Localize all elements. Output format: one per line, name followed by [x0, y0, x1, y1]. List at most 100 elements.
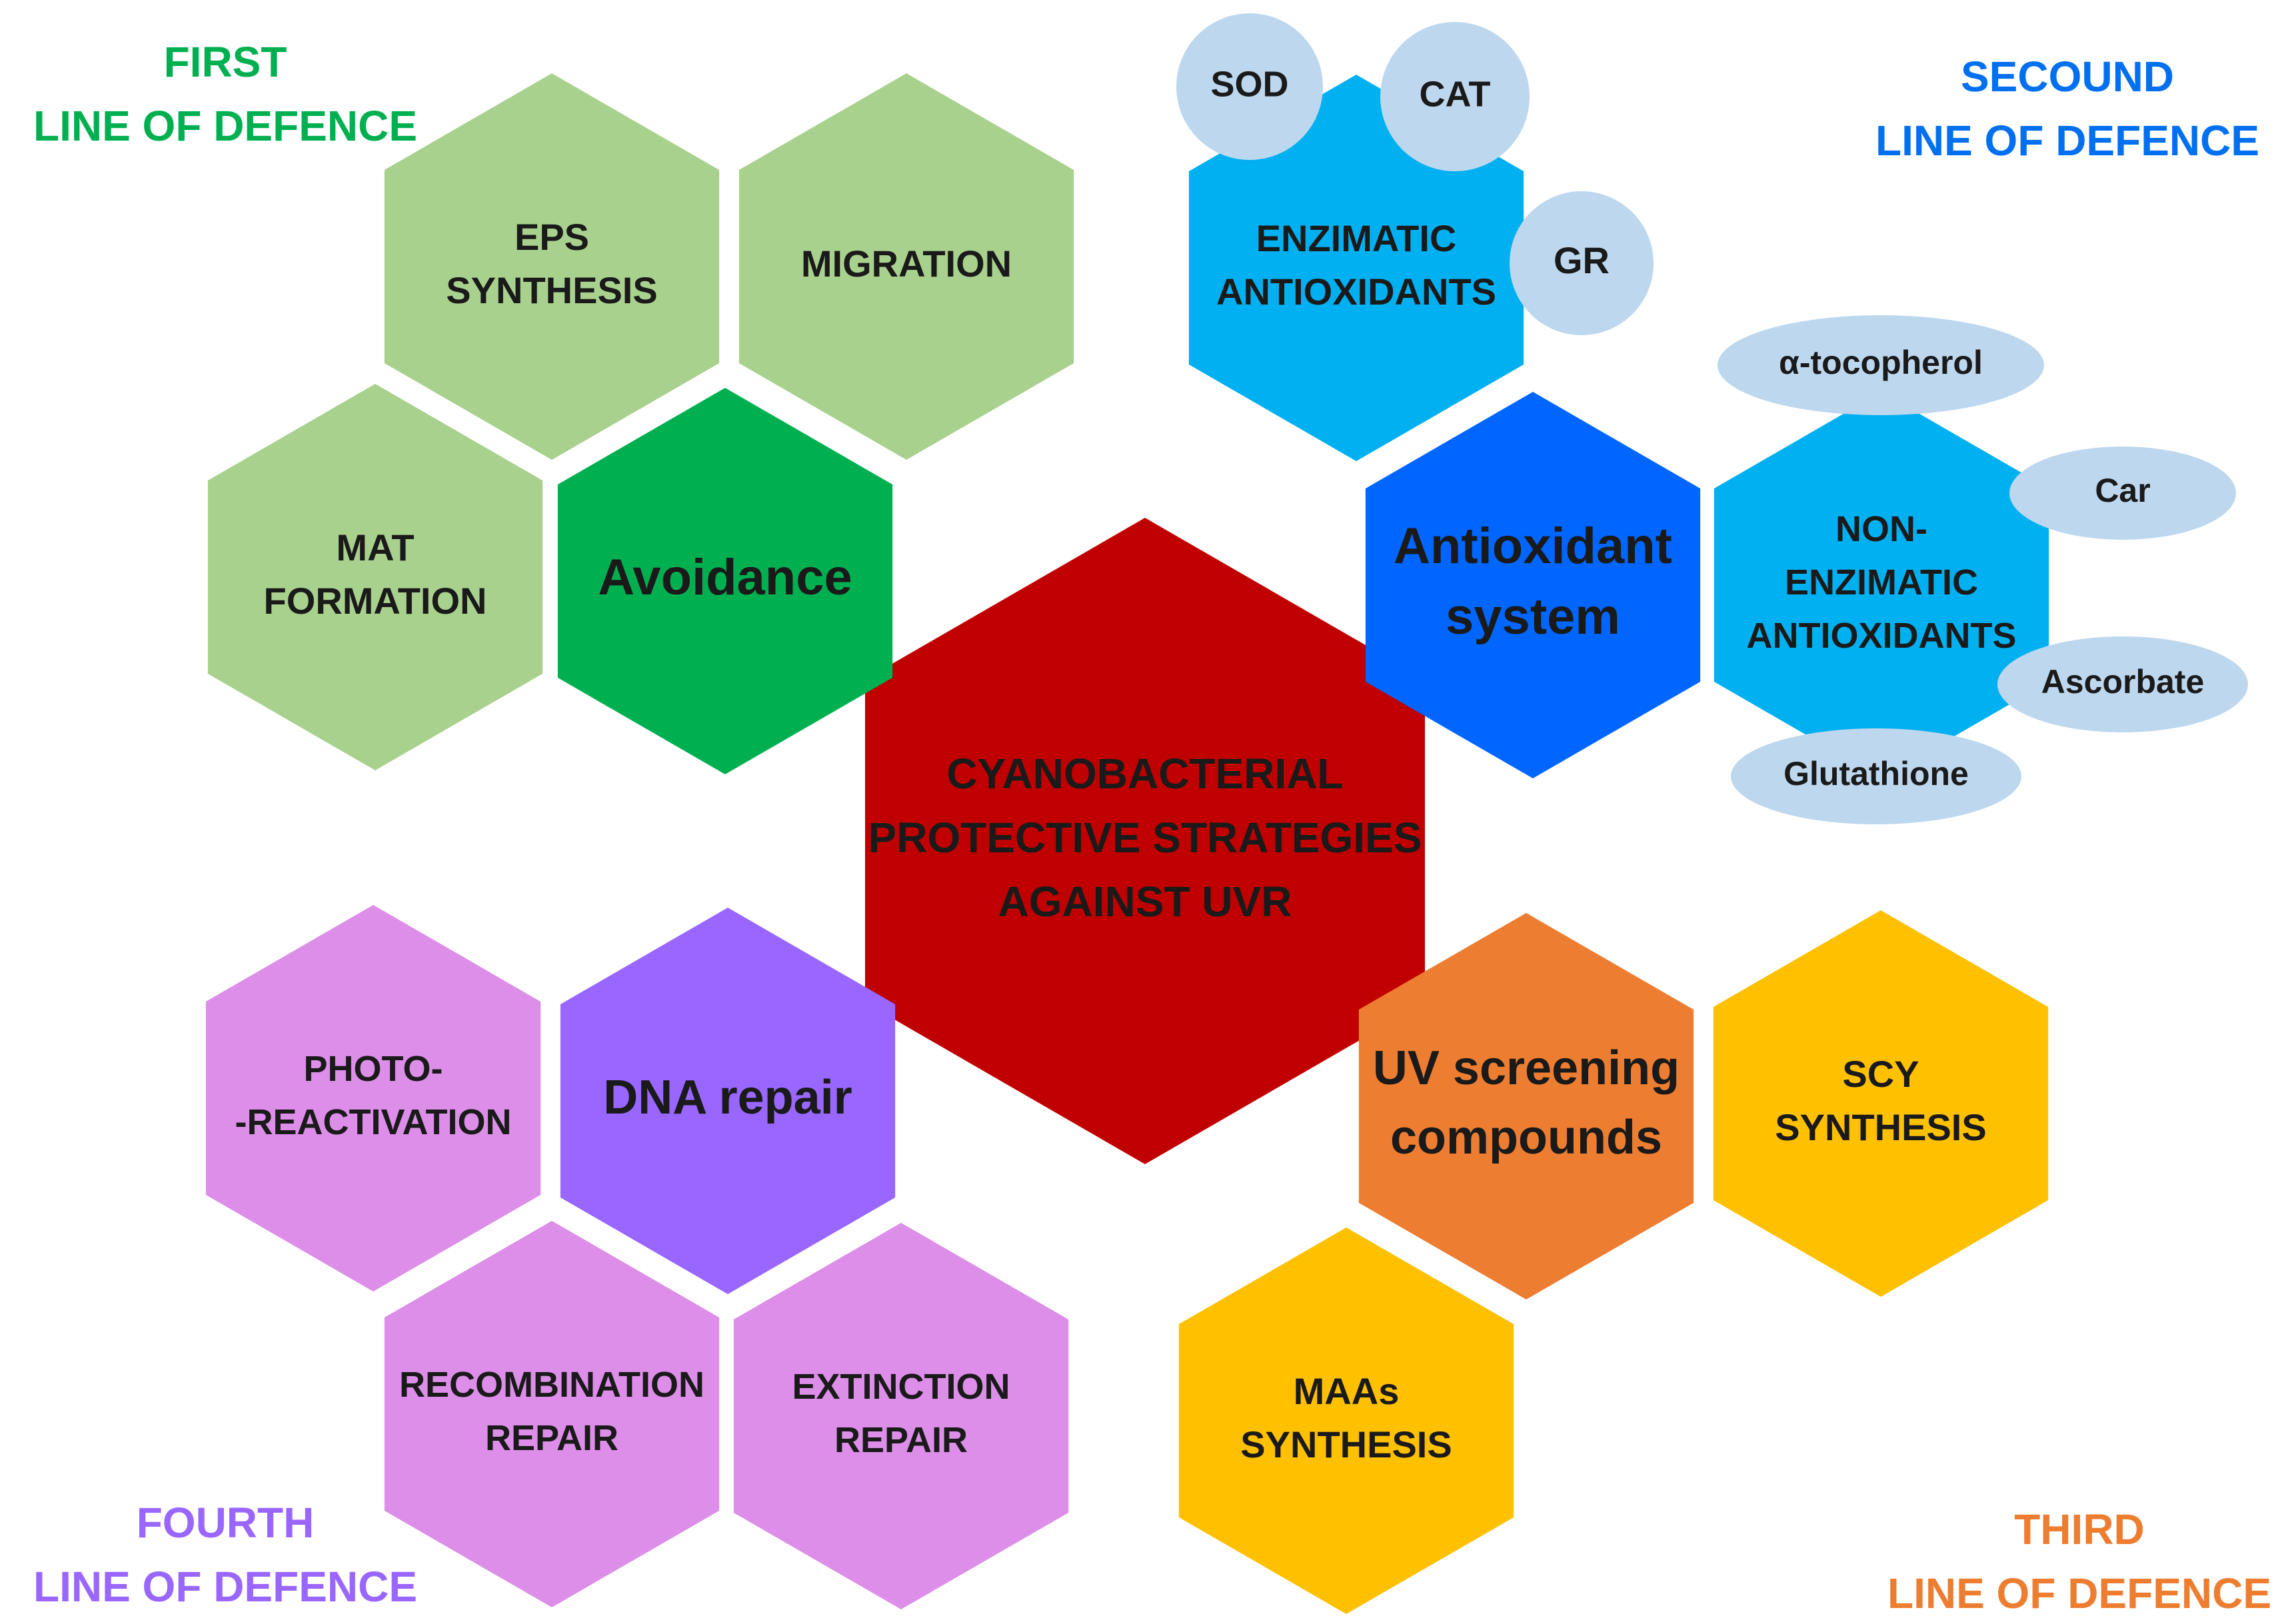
center-hexagon-label-line-3: AGAINST UVR: [998, 878, 1292, 926]
tocopherol-bubble: α-tocopherol: [1717, 315, 2044, 415]
avoidance-hexagon-label: Avoidance: [598, 549, 852, 606]
ascorbate-bubble: Ascorbate: [1997, 636, 2248, 732]
third-line-caption-line-2: LINE OF DEFENCE: [1887, 1569, 2271, 1617]
avoidance-hexagon-label-line-1: Avoidance: [598, 549, 852, 606]
first-line-caption-line-1: FIRST: [164, 38, 287, 86]
non-enzimatic-antioxidants-hexagon: NON- ENZIMATIC ANTIOXIDANTS: [1714, 392, 2049, 778]
ascorbate-bubble-shape: [1997, 636, 2248, 732]
recombination-repair-hexagon-label-line-2: REPAIR: [485, 1418, 618, 1458]
dna-repair-hexagon: DNA repair: [560, 908, 896, 1294]
antioxidant-system-hexagon: Antioxidant system: [1365, 392, 1701, 778]
car-bubble-label: Car: [2095, 472, 2150, 509]
scy-synthesis-hexagon: SCY SYNTHESIS: [1713, 910, 2049, 1297]
ascorbate-bubble-label: Ascorbate: [2041, 663, 2205, 700]
migration-hexagon-shape: [738, 73, 1074, 460]
recombination-repair-hexagon-label-line-1: RECOMBINATION: [399, 1365, 704, 1405]
photoreactivation-hexagon-label-line-1: PHOTO-: [303, 1049, 443, 1089]
non-enzimatic-antioxidants-hexagon-shape: [1714, 392, 2049, 778]
migration-hexagon: MIGRATION: [738, 73, 1074, 460]
fourth-line-caption-line-2: LINE OF DEFENCE: [33, 1563, 417, 1611]
car-bubble: Car: [2009, 446, 2236, 540]
maas-synthesis-hexagon-label-line-1: MAAs: [1294, 1370, 1400, 1412]
gr-bubble-label: GR: [1554, 239, 1610, 281]
cat-bubble-label: CAT: [1420, 74, 1491, 114]
sod-bubble-label: SOD: [1210, 64, 1288, 104]
first-line-caption-line-2: LINE OF DEFENCE: [33, 102, 417, 150]
antioxidant-system-hexagon-label-line-1: Antioxidant: [1394, 518, 1672, 574]
migration-hexagon-label: MIGRATION: [801, 243, 1012, 285]
eps-synthesis-hexagon-label-line-2: SYNTHESIS: [446, 269, 657, 311]
center-hexagon-label-line-2: PROTECTIVE STRATEGIES: [868, 814, 1422, 862]
dna-repair-hexagon-label-line-1: DNA repair: [603, 1071, 852, 1124]
first-line-caption: FIRST LINE OF DEFENCE: [33, 38, 417, 150]
scy-synthesis-hexagon-label-line-2: SYNTHESIS: [1775, 1106, 1986, 1148]
third-line-caption: THIRD LINE OF DEFENCE: [1887, 1505, 2271, 1617]
enzimatic-antioxidants-hexagon-shape: [1188, 75, 1524, 461]
scy-synthesis-hexagon-label-line-1: SCY: [1842, 1053, 1919, 1095]
scy-synthesis-hexagon-shape: [1713, 910, 2049, 1297]
center-hexagon-label: CYANOBACTERIAL PROTECTIVE STRATEGIES AGAIN…: [868, 750, 1422, 926]
tocopherol-bubble-shape: [1717, 315, 2044, 415]
photoreactivation-hexagon-label: PHOTO--REACTIVATION: [235, 1049, 512, 1142]
extinction-repair-hexagon-shape: [733, 1223, 1069, 1609]
maas-synthesis-hexagon-label-line-2: SYNTHESIS: [1240, 1423, 1452, 1465]
sod-bubble-shape: [1176, 13, 1323, 160]
recombination-repair-hexagon-shape: [384, 1221, 720, 1607]
recombination-repair-hexagon-label: RECOMBINATION REPAIR: [399, 1365, 704, 1458]
migration-hexagon-label-line-1: MIGRATION: [801, 243, 1012, 285]
avoidance-hexagon: Avoidance: [557, 388, 893, 774]
center-hexagon: CYANOBACTERIAL PROTECTIVE STRATEGIES AGAIN…: [864, 518, 1426, 1164]
car-bubble-shape: [2009, 446, 2236, 540]
eps-synthesis-hexagon-label-line-1: EPS: [515, 216, 589, 258]
mat-formation-hexagon-label-line-2: FORMATION: [264, 580, 487, 622]
center-hexagon-label-line-1: CYANOBACTERIAL: [947, 750, 1344, 798]
mat-formation-hexagon-label-line-1: MAT: [336, 526, 414, 568]
tocopherol-bubble-label: α-tocopherol: [1779, 344, 1983, 381]
enzimatic-antioxidants-hexagon-label-line-1: ENZIMATIC: [1256, 217, 1457, 259]
eps-synthesis-hexagon-label: EPS SYNTHESIS: [446, 216, 657, 311]
fourth-line-caption: FOURTH LINE OF DEFENCE: [33, 1499, 417, 1611]
third-line-caption-line-1: THIRD: [2014, 1505, 2145, 1553]
scy-synthesis-hexagon-label: SCY SYNTHESIS: [1775, 1053, 1986, 1148]
dna-repair-hexagon-shape: [560, 908, 896, 1294]
mat-formation-hexagon: MAT FORMATION: [207, 384, 543, 770]
sod-bubble: SOD: [1176, 13, 1323, 160]
uv-screening-hexagon-label-line-2: compounds: [1390, 1111, 1662, 1164]
second-line-caption-line-2: LINE OF DEFENCE: [1875, 117, 2259, 165]
dna-repair-hexagon-label: DNA repair: [603, 1071, 852, 1124]
cat-bubble-shape: [1380, 22, 1530, 171]
non-enzimatic-antioxidants-hexagon-label: NON- ENZIMATIC ANTIOXIDANTS: [1747, 509, 2017, 656]
enzimatic-antioxidants-hexagon-label-line-2: ANTIOXIDANTS: [1216, 271, 1496, 313]
antioxidant-system-hexagon-shape: [1365, 392, 1701, 778]
enzimatic-antioxidants-hexagon: ENZIMATIC ANTIOXIDANTS: [1188, 75, 1524, 461]
second-line-caption-line-1: SECOUND: [1961, 53, 2174, 101]
extinction-repair-hexagon-label-line-1: EXTINCTION: [792, 1367, 1010, 1407]
cat-bubble: CAT: [1380, 22, 1530, 171]
photoreactivation-hexagon-shape: [205, 905, 541, 1291]
center-hexagon-shape: [864, 518, 1426, 1164]
photoreactivation-hexagon: PHOTO--REACTIVATION: [205, 905, 541, 1291]
mat-formation-hexagon-shape: [207, 384, 543, 770]
glutathione-bubble: Glutathione: [1731, 728, 2021, 824]
eps-synthesis-hexagon-shape: [384, 73, 720, 460]
enzimatic-antioxidants-hexagon-label: ENZIMATIC ANTIOXIDANTS: [1216, 217, 1496, 313]
glutathione-bubble-label: Glutathione: [1783, 755, 1969, 792]
non-enzimatic-antioxidants-hexagon-label-line-2: ENZIMATIC: [1785, 562, 1978, 602]
eps-synthesis-hexagon: EPS SYNTHESIS: [384, 73, 720, 460]
second-line-caption: SECOUND LINE OF DEFENCE: [1875, 53, 2259, 165]
fourth-line-caption-line-1: FOURTH: [137, 1499, 315, 1547]
mat-formation-hexagon-label: MAT FORMATION: [264, 526, 487, 622]
antioxidant-system-hexagon-label-line-2: system: [1446, 588, 1620, 645]
antioxidant-system-hexagon-label: Antioxidant system: [1394, 518, 1672, 645]
non-enzimatic-antioxidants-hexagon-label-line-3: ANTIOXIDANTS: [1747, 616, 2017, 656]
recombination-repair-hexagon: RECOMBINATION REPAIR: [384, 1221, 720, 1607]
maas-synthesis-hexagon-shape: [1178, 1227, 1514, 1614]
gr-bubble: GR: [1510, 191, 1654, 335]
non-enzimatic-antioxidants-hexagon-label-line-1: NON-: [1835, 509, 1927, 549]
